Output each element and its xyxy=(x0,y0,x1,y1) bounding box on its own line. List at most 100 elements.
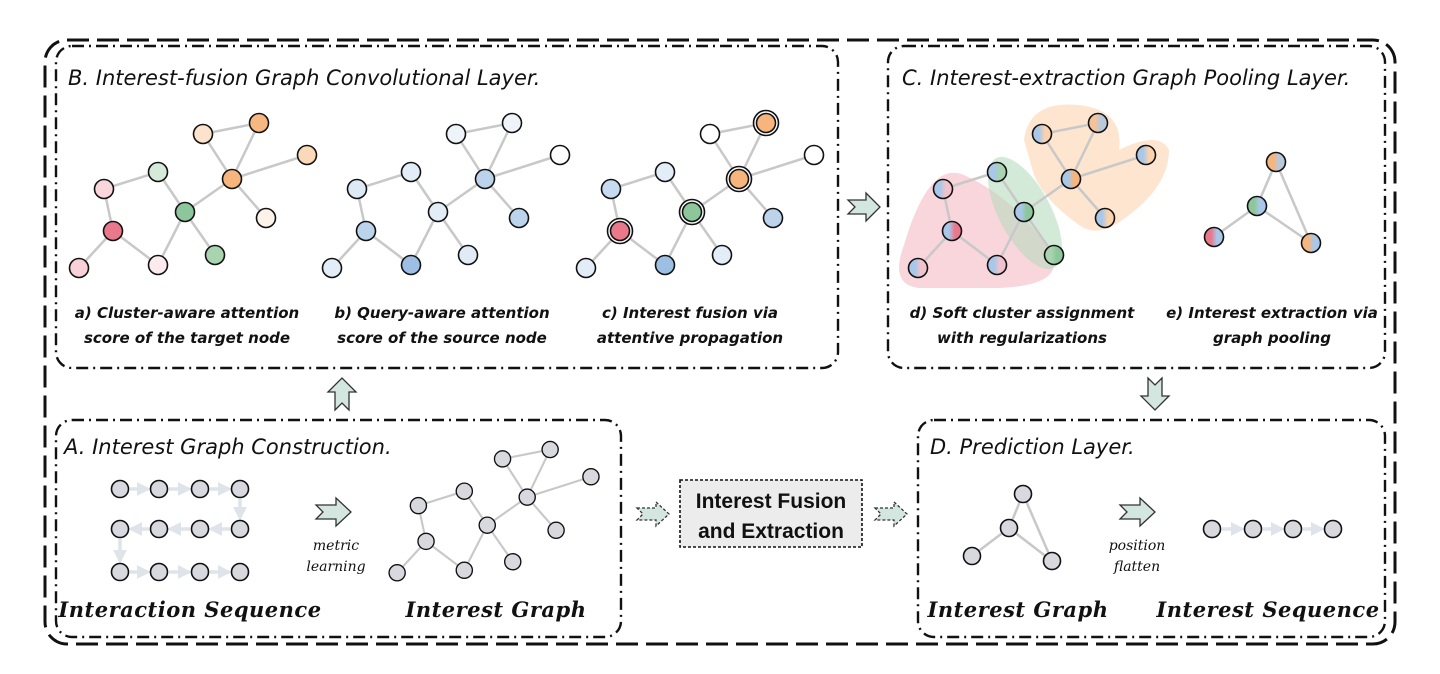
graph-node xyxy=(221,168,243,190)
graph-node xyxy=(204,244,226,266)
graph-node xyxy=(474,168,496,190)
interest-node xyxy=(1202,519,1222,539)
learning-label: learning xyxy=(306,559,365,575)
graph-node xyxy=(575,257,597,279)
graph-pooled xyxy=(1203,151,1322,254)
graph-node xyxy=(941,220,963,242)
interest-node xyxy=(1323,519,1343,539)
interest-node xyxy=(1013,484,1033,504)
graph-node xyxy=(255,207,277,229)
interest-node xyxy=(999,518,1019,538)
graph-node xyxy=(699,123,721,145)
graph-edge xyxy=(1021,493,1054,562)
item-node xyxy=(190,479,210,499)
position-label: position xyxy=(1109,538,1166,554)
graph-node xyxy=(1043,244,1065,266)
item-node xyxy=(230,562,250,582)
graph-node xyxy=(762,207,784,229)
section-d-title: D. Prediction Layer. xyxy=(930,435,1135,459)
interest-node xyxy=(962,546,982,566)
graph-node xyxy=(547,521,565,540)
graph-interest-construction xyxy=(388,440,600,582)
graph-edge xyxy=(1070,153,1147,181)
graph-node xyxy=(508,207,530,229)
graph-node xyxy=(803,144,825,166)
graph-node xyxy=(457,244,479,266)
interest-node xyxy=(1203,226,1225,248)
graph-node xyxy=(681,201,703,223)
interest-node xyxy=(1265,151,1287,173)
interest-node xyxy=(1300,232,1322,254)
graph-node xyxy=(455,482,474,500)
graph-node xyxy=(518,488,536,506)
graph-edge xyxy=(1256,204,1312,245)
graph-node xyxy=(541,440,559,459)
center-box-line1: Interest Fusion xyxy=(696,490,847,513)
graph-node xyxy=(986,161,1008,183)
interaction-sequence xyxy=(110,479,250,582)
graph-node xyxy=(711,244,733,266)
graph-edge xyxy=(230,122,261,180)
graph-node xyxy=(409,496,428,515)
graph-node xyxy=(1135,144,1157,166)
position-flatten-arrow-icon xyxy=(1118,496,1156,528)
outer-frame xyxy=(43,38,1397,646)
graph-node xyxy=(501,112,523,134)
flatten-label: flatten xyxy=(1113,559,1160,575)
caption-c-line1: c) Interest fusion via xyxy=(602,304,778,322)
graph-node xyxy=(427,201,449,223)
center-box-line2: and Extraction xyxy=(698,520,844,543)
graph-node xyxy=(986,254,1008,276)
graph-edge xyxy=(231,153,308,181)
caption-b-line1: b) Query-aware attention xyxy=(334,304,549,322)
graph-node xyxy=(400,254,422,276)
graph-node xyxy=(147,161,169,183)
interest-node xyxy=(1243,519,1263,539)
graph-node xyxy=(147,254,169,276)
graph-node xyxy=(174,201,196,223)
interest-fusion-extraction-box xyxy=(679,479,863,548)
metric-learning-arrow-icon xyxy=(314,496,352,528)
item-node xyxy=(190,519,210,539)
item-node xyxy=(149,479,169,499)
interest-sequence-label: Interest Sequence xyxy=(1155,597,1379,622)
item-node xyxy=(190,562,210,582)
graph-node xyxy=(400,161,422,183)
section-b-title: B. Interest-fusion Graph Convolutional L… xyxy=(68,66,540,90)
interest-graph-label-d: Interest Graph xyxy=(927,597,1109,622)
caption-e-line2: graph pooling xyxy=(1213,329,1331,347)
graph-node xyxy=(478,516,497,534)
graph-node xyxy=(549,144,571,166)
graph-edge xyxy=(526,449,552,498)
graph-edge xyxy=(484,153,561,181)
caption-d-line1: d) Soft cluster assignment xyxy=(910,304,1135,322)
graph-node xyxy=(296,144,318,166)
a-to-b-arrow-icon xyxy=(326,377,358,412)
graph-node xyxy=(1087,112,1109,134)
item-node xyxy=(230,519,250,539)
section-a-title: A. Interest Graph Construction. xyxy=(62,435,392,459)
graph-node xyxy=(1031,123,1053,145)
graph-node xyxy=(445,123,467,145)
graph-node xyxy=(654,161,676,183)
graph-node xyxy=(1094,207,1116,229)
section-c-title: C. Interest-extraction Graph Pooling Lay… xyxy=(902,66,1350,90)
graph-node xyxy=(1060,168,1082,190)
graph-node xyxy=(388,564,406,582)
interest-node xyxy=(1246,195,1268,217)
graph-node xyxy=(102,220,124,242)
caption-b-line2: score of the source node xyxy=(337,329,547,347)
metric-label: metric xyxy=(313,538,359,554)
graph-node xyxy=(248,112,270,134)
graphs xyxy=(68,104,1343,582)
caption-c-line2: attentive propagation xyxy=(597,329,783,347)
graph-soft-cluster xyxy=(899,104,1169,288)
graph-edge xyxy=(483,122,514,180)
graph-node xyxy=(907,257,929,279)
section-b-box xyxy=(54,44,840,370)
caption-d-line2: with regularizations xyxy=(937,329,1107,347)
graph-edge xyxy=(1274,161,1313,244)
graph-node xyxy=(93,178,115,200)
graph-edge xyxy=(1069,122,1100,180)
